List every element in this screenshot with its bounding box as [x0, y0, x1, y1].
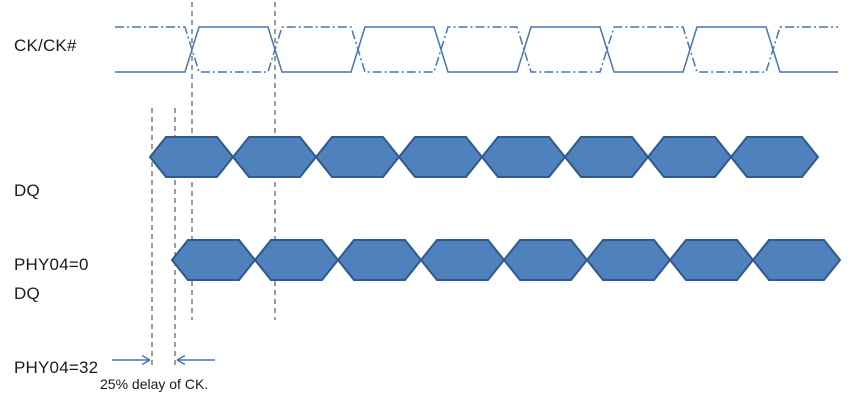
dq-phy04-0-cell [397, 136, 484, 178]
dq-phy04-32-cell [336, 239, 423, 281]
delay-arrow-left-head [141, 354, 151, 366]
delay-annotation-arrows [112, 354, 215, 366]
dq-phy04-32-cell [253, 239, 340, 281]
signal-label-ck: CK/CK# [14, 36, 77, 55]
signal-label-dq-phy04-0-line2: PHY04=0 [14, 255, 89, 275]
vertical-marker-lines [151, 2, 276, 365]
dq-phy04-32-cell [170, 239, 257, 281]
clock-ckbar-complement-trace [115, 26, 838, 73]
signal-label-dq-phy04-32: DQ PHY04=32 [14, 233, 98, 408]
dq-phy04-32-cell [668, 239, 755, 281]
clock-waveform-ck-ckbar [115, 26, 838, 73]
signal-label-dq-phy04-32-line1: DQ [14, 284, 40, 304]
dq-waveform-phy04-32 [170, 239, 842, 281]
dq-phy04-32-cell [751, 239, 842, 281]
dq-phy04-0-cell [314, 136, 401, 178]
dq-phy04-0-cell [148, 136, 235, 178]
dq-phy04-0-cell [563, 136, 650, 178]
delay-annotation-text: 25% delay of CK. [100, 376, 209, 392]
dq-phy04-0-cell [480, 136, 567, 178]
signal-label-dq-phy04-0-line1: DQ [14, 181, 40, 201]
dq-waveform-phy04-0 [148, 136, 820, 178]
delay-arrow-right-head [176, 354, 186, 366]
dq-phy04-32-cell [585, 239, 672, 281]
dq-phy04-0-cell [646, 136, 733, 178]
dq-phy04-32-cell [502, 239, 589, 281]
signal-label-dq-phy04-0: DQ PHY04=0 [14, 130, 89, 327]
clock-ck-true-trace [115, 26, 838, 73]
dq-phy04-0-cell [231, 136, 318, 178]
dq-phy04-0-cell [729, 136, 820, 178]
signal-label-dq-phy04-32-line2: PHY04=32 [14, 358, 99, 378]
dq-phy04-32-cell [419, 239, 506, 281]
